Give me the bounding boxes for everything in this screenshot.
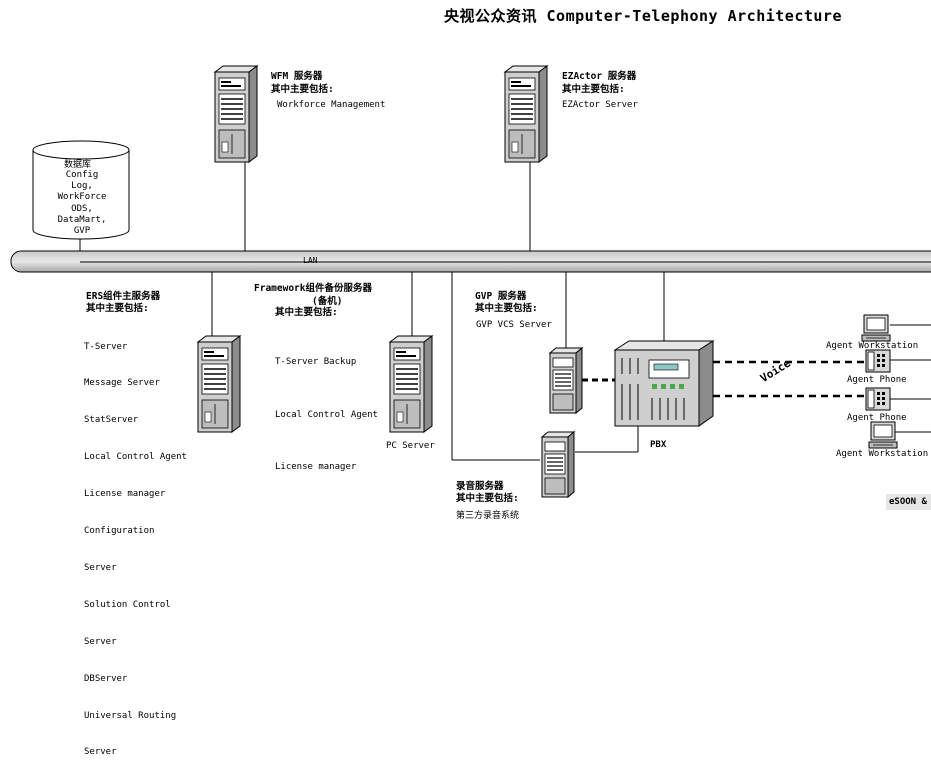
wfm-heading: WFM 服务器 [271,71,323,82]
diagram-title: 央视公众资讯 Computer-Telephony Architecture [444,7,842,25]
watermark-badge: eSOON & [886,494,931,510]
ers-item: DBServer [84,673,128,684]
agent-workstation-bottom-label: Agent Workstation [836,449,929,459]
framework-subheading: 其中主要包括: [275,307,338,318]
database-item: WorkForce [57,192,107,203]
agent-phone-2-icon [865,387,891,411]
gvp-subheading: 其中主要包括: [475,303,538,314]
ers-item: Solution Control [84,599,171,610]
ers-main-server-icon [197,335,241,433]
ezactor-item: EZActor Server [562,100,638,110]
database-label: 数据库 [64,160,92,170]
ers-item: Message Server [84,378,160,389]
gvp-server-icon [549,347,583,414]
framework-item: Local Control Agent [275,409,378,420]
ezactor-heading: EZActor 服务器 [562,71,637,82]
recording-heading: 录音服务器 [456,481,504,492]
ers-item: Configuration [84,526,155,537]
database-item: GVP [73,226,91,237]
database-items: Config Log, WorkForce ODS, DataMart, GVP [50,170,114,237]
gvp-item: GVP VCS Server [476,320,552,330]
wfm-server-icon [214,65,258,163]
ers-item: T-Server [84,341,128,352]
database-item: Log, [71,181,93,192]
gvp-heading: GVP 服务器 [475,291,527,302]
ers-item: Local Control Agent [84,452,187,463]
framework-heading: Framework组件备份服务器 [254,283,372,294]
pc-server-label: PC Server [386,441,435,451]
database-item: DataMart, [57,214,107,225]
pbx-icon [613,340,715,427]
agent-workstation-top-label: Agent Workstation [826,341,919,351]
framework-item: License manager [275,462,357,472]
agent-workstation-bottom-icon [868,421,898,449]
recording-item: 第三方录音系统 [456,511,520,521]
framework-items: T-Server Backup Local Control Agent Lice… [275,319,378,494]
agent-workstation-top-icon [861,314,891,342]
ers-heading: ERS组件主服务器 [86,291,161,302]
ers-item: StatServer [84,415,139,426]
agent-phone-1-icon [865,349,891,373]
ers-item: Server [84,747,117,758]
agent-phone-1-label: Agent Phone [847,375,907,385]
wfm-subheading: 其中主要包括: [271,84,334,95]
framework-heading-2: (备机) [312,296,343,307]
database-item: Config [65,170,99,180]
framework-item: T-Server Backup [275,357,357,367]
ers-item: Server [84,636,117,647]
ers-item: Server [84,562,117,573]
lan-label: LAN [303,256,318,265]
architecture-diagram [10,65,931,498]
ers-subheading: 其中主要包括: [86,303,149,314]
wfm-item: Workforce Management [277,100,386,110]
database-cylinder [32,140,130,240]
ers-item: License manager [84,489,166,500]
database-item: ODS, [71,203,93,214]
ezactor-subheading: 其中主要包括: [562,84,625,95]
voice-trunks [713,360,868,398]
ezactor-server-icon [504,65,548,163]
agent-phone-2-label: Agent Phone [847,413,907,423]
recording-server-icon [541,431,575,498]
recording-subheading: 其中主要包括: [456,493,519,504]
ers-item: Universal Routing [84,710,177,721]
backup-server-icon [389,335,433,433]
ers-items: T-Server Message Server StatServer Local… [84,316,187,771]
pbx-label: PBX [650,440,667,450]
